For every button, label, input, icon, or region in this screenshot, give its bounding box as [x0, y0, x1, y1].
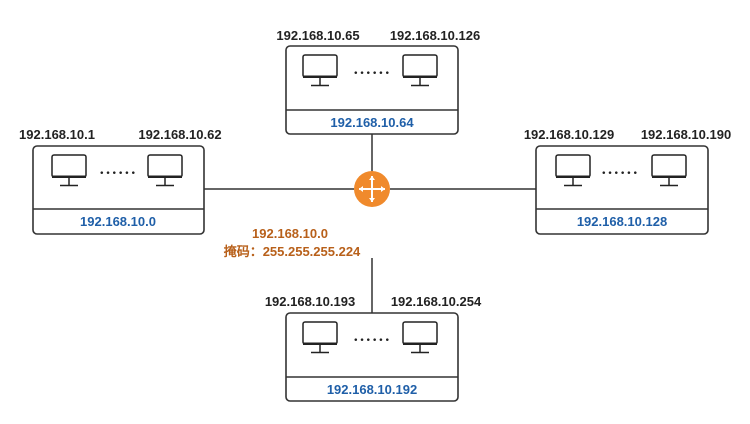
host-first-label: 192.168.10.1 — [19, 127, 95, 142]
network-label: 192.168.10.192 — [327, 382, 417, 397]
host-last-label: 192.168.10.62 — [138, 127, 221, 142]
host-last-label: 192.168.10.254 — [391, 294, 482, 309]
ellipsis: •••••• — [353, 336, 391, 346]
network-label: 192.168.10.64 — [330, 115, 414, 130]
network-label: 192.168.10.0 — [80, 214, 156, 229]
subnet-bottom: 192.168.10.193 192.168.10.254 •••••• 192… — [265, 294, 482, 402]
host-last-label: 192.168.10.190 — [641, 127, 731, 142]
router[interactable] — [354, 171, 390, 207]
subnet-right: 192.168.10.129 192.168.10.190 •••••• 192… — [524, 127, 731, 235]
subnet-top: 192.168.10.65 192.168.10.126 •••••• 192.… — [276, 28, 480, 135]
host-first-label: 192.168.10.65 — [276, 28, 359, 43]
ellipsis: •••••• — [99, 169, 137, 179]
router-mask-label: 掩码：255.255.255.224 — [224, 244, 361, 259]
router-arrows-icon — [359, 176, 385, 202]
ellipsis: •••••• — [601, 169, 639, 179]
subnet-left: 192.168.10.1 192.168.10.62 •••••• 192.16… — [19, 127, 222, 235]
network-label: 192.168.10.128 — [577, 214, 667, 229]
router-network-label: 192.168.10.0 — [252, 226, 328, 241]
ellipsis: •••••• — [353, 69, 391, 79]
host-last-label: 192.168.10.126 — [390, 28, 480, 43]
host-first-label: 192.168.10.129 — [524, 127, 614, 142]
host-first-label: 192.168.10.193 — [265, 294, 355, 309]
